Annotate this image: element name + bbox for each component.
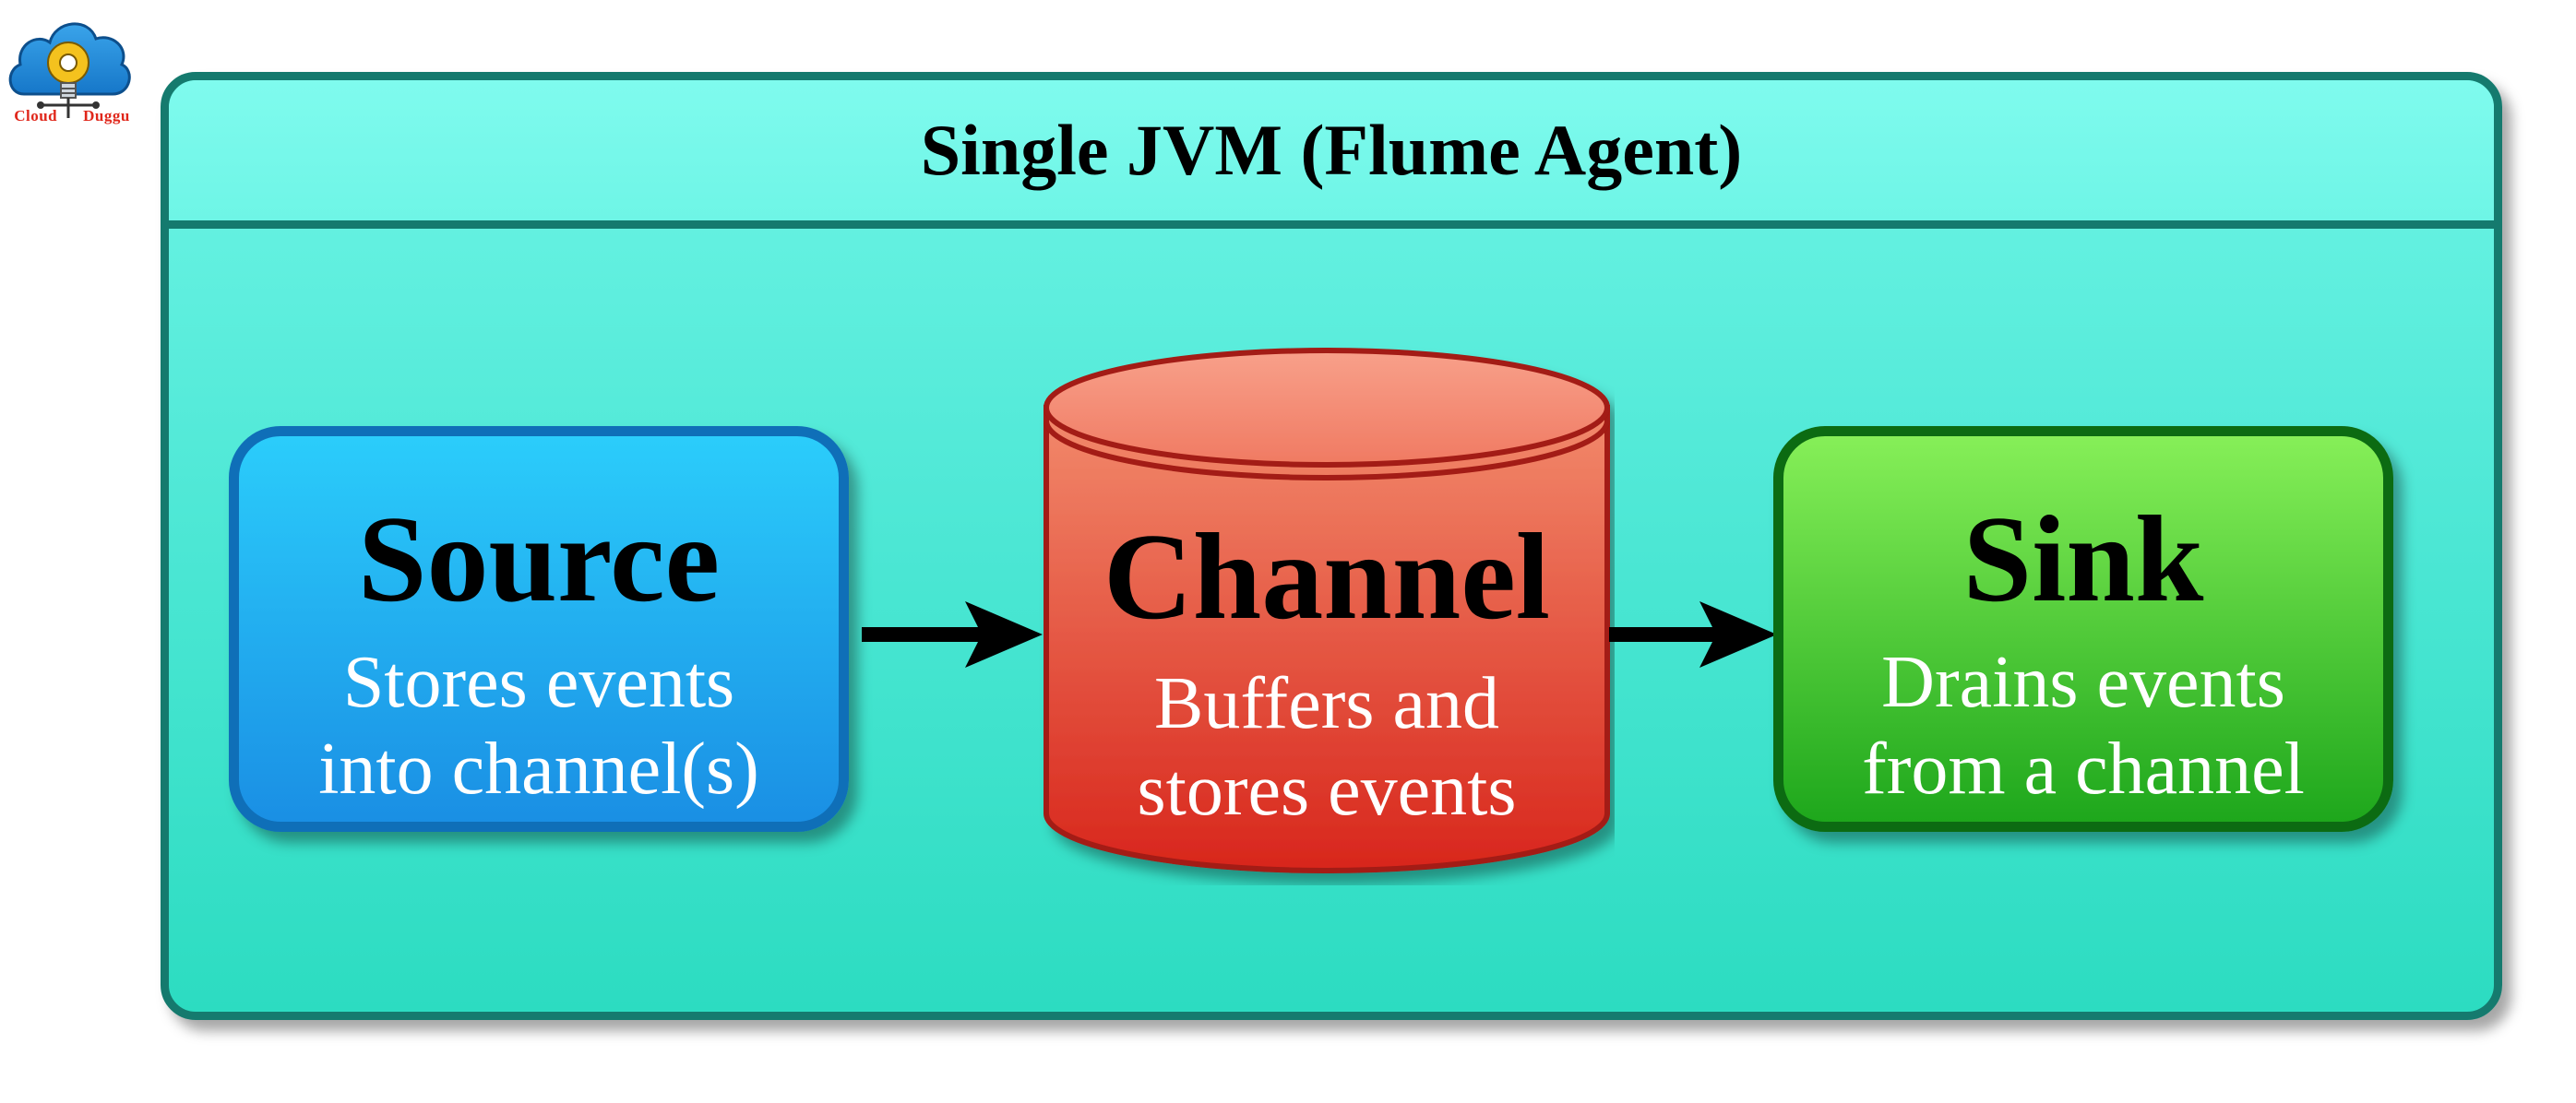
- agent-title: Single JVM (Flume Agent): [920, 110, 1743, 190]
- cloudduggu-logo: Cloud Duggu: [4, 4, 133, 127]
- sink-box: Sink Drains events from a channel: [1773, 426, 2393, 832]
- source-desc-line2: into channel(s): [318, 729, 759, 810]
- sink-title: Sink: [1962, 491, 2204, 627]
- channel-desc-line1: Buffers and: [1154, 663, 1499, 744]
- sink-description: Drains events from a channel: [1783, 639, 2383, 812]
- agent-header: Single JVM (Flume Agent): [169, 80, 2494, 229]
- arrow-shaft: [1609, 627, 1716, 642]
- sink-desc-line1: Drains events: [1881, 642, 2285, 723]
- logo-word-duggu: Duggu: [83, 107, 130, 125]
- sink-desc-line2: from a channel: [1862, 729, 2305, 810]
- source-box: Source Stores events into channel(s): [229, 426, 849, 832]
- source-description: Stores events into channel(s): [239, 639, 839, 812]
- channel-desc-line2: stores events: [1137, 750, 1517, 831]
- channel-text: Channel Buffers and stores events: [1039, 515, 1615, 834]
- arrow-shaft: [862, 627, 982, 642]
- source-title: Source: [357, 491, 721, 627]
- channel-cylinder-shape: [1044, 348, 1610, 873]
- cloud-bulb-logo-icon: [8, 22, 131, 118]
- logo-wordmark: Cloud Duggu: [7, 107, 137, 125]
- arrow-right-icon: [862, 601, 1043, 668]
- channel-cylinder: Channel Buffers and stores events: [1039, 343, 1615, 885]
- channel-description: Buffers and stores events: [1039, 660, 1615, 834]
- arrow-right-icon: [1609, 601, 1777, 668]
- source-desc-line1: Stores events: [342, 642, 735, 723]
- arrow-head: [965, 601, 1043, 668]
- channel-title: Channel: [1103, 508, 1551, 645]
- logo-word-cloud: Cloud: [14, 107, 58, 125]
- arrow-head: [1699, 601, 1777, 668]
